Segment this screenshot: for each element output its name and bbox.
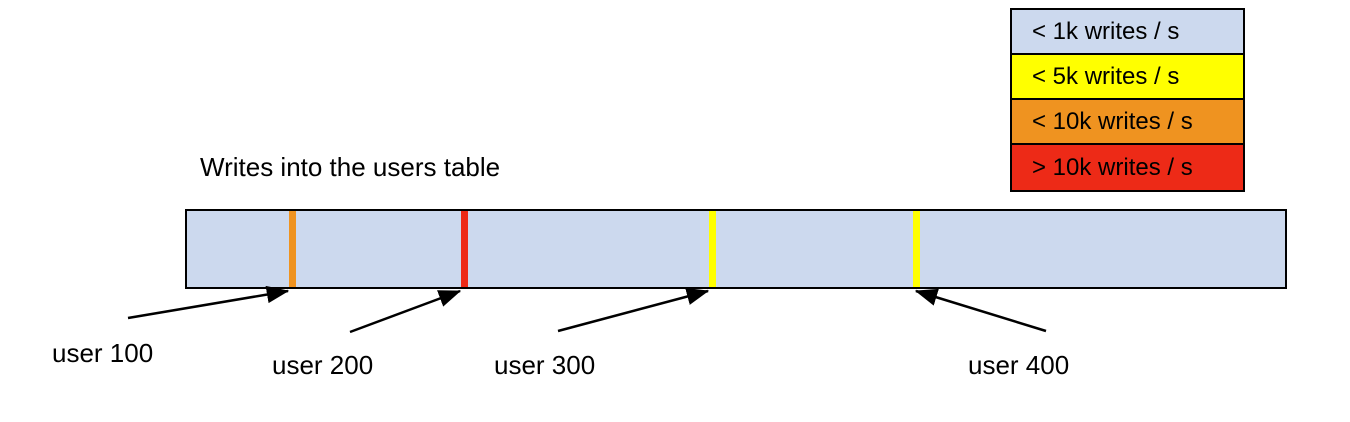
callout-label-user-100: user 100 [52,338,154,368]
marker-stripe-user-100[interactable] [289,211,296,287]
legend-row-over-10k[interactable]: > 10k writes / s [1012,145,1243,190]
marker-stripe-user-200[interactable] [461,211,468,287]
users-table-range-bar [185,209,1287,289]
legend-label: < 1k writes / s [1032,17,1180,45]
legend-label: > 10k writes / s [1032,153,1193,181]
chart-title: Writes into the users table [200,152,501,182]
legend-label: < 10k writes / s [1032,107,1193,135]
legend: < 1k writes / s < 5k writes / s < 10k writ… [1010,8,1245,192]
legend-row-under-10k[interactable]: < 10k writes / s [1012,100,1243,145]
marker-stripe-user-400[interactable] [913,211,920,287]
callout-arrow-user-300 [557,288,710,333]
callout-label-user-200: user 200 [272,350,374,380]
callout-label-user-300: user 300 [494,350,596,380]
callout-arrow-user-400 [914,288,1047,333]
marker-stripe-user-300[interactable] [709,211,716,287]
callout-arrow-user-200 [349,289,462,334]
legend-row-under-5k[interactable]: < 5k writes / s [1012,55,1243,100]
legend-label: < 5k writes / s [1032,62,1180,90]
callout-arrow-user-100 [127,285,290,320]
callout-label-user-400: user 400 [968,350,1070,380]
legend-row-under-1k[interactable]: < 1k writes / s [1012,10,1243,55]
